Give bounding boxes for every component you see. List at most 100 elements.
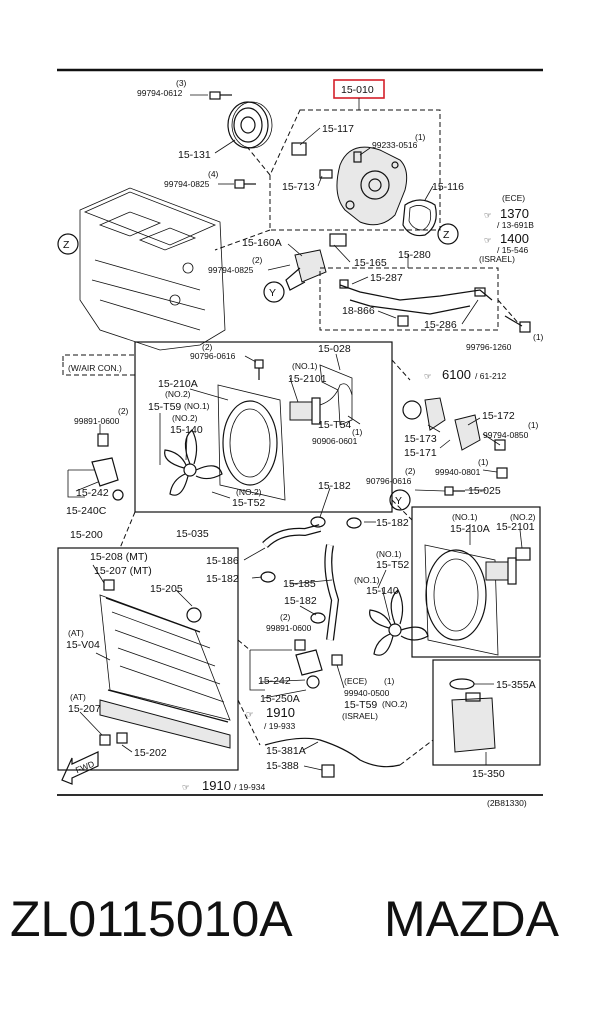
label-l48[interactable]: 15-205 — [150, 583, 183, 595]
fwd-arrow-icon: FWD — [61, 751, 99, 785]
label-l40[interactable]: 15-207 (MT) — [94, 565, 152, 577]
bracket-icon — [319, 364, 353, 426]
label-l57[interactable]: 15-202 — [134, 747, 167, 759]
main-part-label[interactable]: 15-010 — [341, 84, 374, 96]
label-l4[interactable]: 15-117 — [322, 123, 354, 135]
label-l30[interactable]: 99794-0850 — [483, 430, 529, 440]
label-l20q: (NO.1) — [184, 401, 210, 411]
label-l38[interactable]: 15-200 — [70, 529, 103, 541]
label-l3[interactable]: 99794-0825 — [164, 179, 210, 189]
label-l35[interactable]: 15-025 — [468, 485, 501, 497]
fan-blade-icon-2 — [369, 589, 429, 656]
label-l2[interactable]: 15-131 — [178, 149, 211, 161]
label-l47[interactable]: 15-140 — [366, 585, 399, 597]
label-l49[interactable]: 15-182 — [284, 595, 317, 607]
label-l19[interactable]: 15-2101 — [288, 373, 327, 385]
label-l55q: (NO.2) — [382, 699, 408, 709]
label-l44[interactable]: 15-210A — [450, 523, 490, 535]
label-l26[interactable]: 15-240C — [66, 505, 107, 517]
label-l52[interactable]: 15-242 — [258, 675, 291, 687]
label-l20[interactable]: 15-T59 — [148, 401, 181, 413]
ref-arrow-icon: ☞ — [484, 210, 492, 220]
label-l34[interactable]: 90796-0616 — [366, 476, 412, 486]
label-l41[interactable]: 15-186 — [206, 555, 239, 567]
label-l31[interactable]: 15-173 — [404, 433, 437, 445]
label-l54q: (1) — [384, 676, 395, 686]
label-l29[interactable]: 15-172 — [482, 410, 515, 422]
label-l32[interactable]: 15-171 — [404, 447, 437, 459]
ref-z2: Z — [443, 229, 450, 241]
label-l46[interactable]: 15-T52 — [376, 559, 409, 571]
label-l51[interactable]: 15-V04 — [66, 639, 100, 651]
label-l47q: (NO.1) — [354, 575, 380, 585]
label-l28[interactable]: 15-035 — [176, 528, 209, 540]
label-l6[interactable]: 15-713 — [282, 181, 315, 193]
ref-1910a[interactable]: 1910 — [266, 705, 295, 720]
label-l50q: (2) — [280, 612, 291, 622]
ref-1910b[interactable]: 1910 — [202, 778, 231, 793]
fan-motor-icon-2 — [485, 547, 531, 585]
fan-shroud-icon — [217, 384, 286, 501]
label-israel: (ISRAEL) — [342, 711, 378, 721]
bolt-icon-3 — [504, 315, 531, 333]
label-l24q: (2) — [118, 406, 129, 416]
label-l17[interactable]: 15-028 — [318, 343, 351, 355]
label-l25[interactable]: 15-242 — [76, 487, 109, 499]
fan-shroud-icon-2 — [424, 544, 499, 656]
label-l33[interactable]: 99940-0801 — [435, 467, 481, 477]
label-l59[interactable]: 15-388 — [266, 760, 299, 772]
label-l30q: (1) — [528, 420, 539, 430]
label-l56[interactable]: 15-207 — [68, 703, 101, 715]
radiator-box — [57, 547, 239, 771]
water-pipe-box — [319, 267, 499, 331]
dashed-leaders — [119, 147, 521, 766]
water-pump-box — [269, 109, 441, 231]
label-l54[interactable]: 99940-0500 — [344, 688, 390, 698]
label-l18q: (NO.2) — [165, 389, 191, 399]
ref-circle-y2 — [389, 489, 411, 511]
label-l45[interactable]: 15-2101 — [496, 521, 535, 533]
label-l24[interactable]: 99891-0600 — [74, 416, 120, 426]
bolt-icon — [209, 91, 232, 100]
ref-arrow-icon-3: ☞ — [424, 371, 432, 381]
label-l37[interactable]: 15-182 — [376, 517, 409, 529]
label-l12[interactable]: 15-287 — [370, 272, 403, 284]
label-l10[interactable]: 15-165 — [354, 257, 387, 269]
label-l5[interactable]: 99233-0516 — [372, 140, 418, 150]
label-l27[interactable]: 15-T52 — [232, 497, 265, 509]
label-l36[interactable]: 15-182 — [318, 480, 351, 492]
label-l16[interactable]: 90796-0616 — [190, 351, 236, 361]
brand-name: MAZDA — [384, 891, 559, 947]
label-l7[interactable]: 15-116 — [432, 181, 464, 193]
label-l55[interactable]: 15-T59 — [344, 699, 377, 711]
label-l53[interactable]: 15-250A — [260, 693, 300, 705]
label-l13[interactable]: 18-866 — [342, 305, 375, 317]
label-l39[interactable]: 15-208 (MT) — [90, 551, 148, 563]
label-l60[interactable]: 15-355A — [496, 679, 536, 691]
label-l58[interactable]: 15-381A — [266, 745, 306, 757]
label-l14[interactable]: 15-286 — [424, 319, 457, 331]
ref-y: Y — [269, 287, 276, 299]
label-l8[interactable]: 15-160A — [242, 237, 282, 249]
label-l18[interactable]: 15-210A — [158, 378, 198, 390]
label-l42[interactable]: 15-182 — [206, 573, 239, 585]
label-l15[interactable]: 99796-1260 — [466, 342, 512, 352]
label-l9[interactable]: 99794-0825 — [208, 265, 254, 275]
label-l1[interactable]: 99794-0612 — [137, 88, 183, 98]
ref-1370[interactable]: 1370 — [500, 206, 529, 221]
ref-6100b: / 61-212 — [475, 371, 506, 381]
label-l11[interactable]: 15-280 — [398, 249, 431, 261]
ref-6100[interactable]: 6100 — [442, 367, 471, 382]
right-fan-box — [411, 506, 541, 658]
label-l43[interactable]: 15-185 — [283, 578, 316, 590]
label-l22[interactable]: 15-T54 — [318, 419, 351, 431]
label-l21[interactable]: 15-140 — [170, 424, 203, 436]
mount-bracket-icon — [91, 457, 124, 501]
ref-ece: (ECE) — [502, 193, 525, 203]
nut-icon — [97, 433, 109, 447]
ref-1400[interactable]: 1400 — [500, 231, 529, 246]
label-l50[interactable]: 99891-0600 — [266, 623, 312, 633]
bolt-icon-4 — [254, 359, 264, 380]
label-l61[interactable]: 15-350 — [472, 768, 505, 780]
label-l23[interactable]: 90906-0601 — [312, 436, 358, 446]
